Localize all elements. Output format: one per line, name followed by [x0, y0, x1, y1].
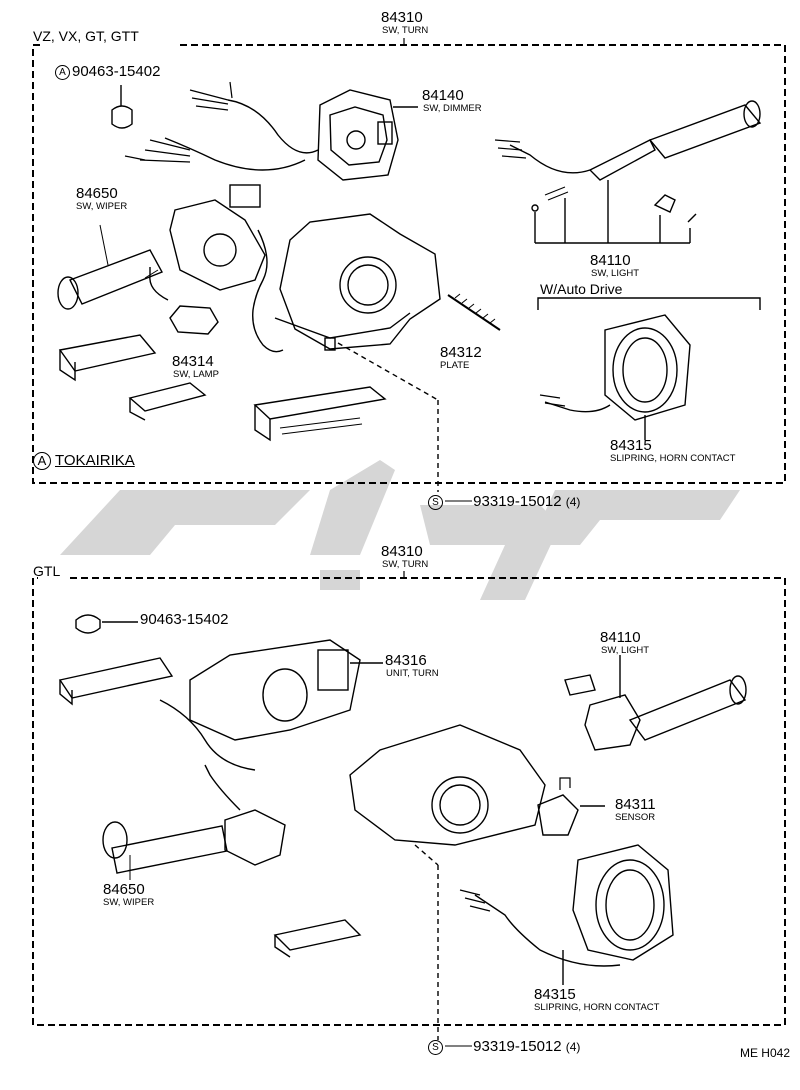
auto-drive-bracket	[537, 297, 761, 310]
top-main-part-number: 84310	[381, 9, 423, 26]
wiper-switch-part	[57, 184, 284, 353]
light-switch-part	[494, 100, 762, 244]
bottom-wiper-name: SW, WIPER	[103, 897, 155, 908]
manufacturer-name: TOKAIRIKA	[55, 452, 135, 469]
auto-drive-label: W/Auto Drive	[540, 281, 623, 297]
bottom-frame	[32, 577, 786, 1026]
top-clip-number: 90463-15402	[72, 63, 161, 80]
dimmer-switch-part	[124, 81, 418, 181]
turn-unit-part	[58, 639, 383, 771]
plate-part	[447, 293, 501, 331]
top-wiper-name: SW, WIPER	[76, 201, 128, 212]
top-spiral-number: 84315	[610, 437, 652, 454]
top-light-number: 84110	[590, 252, 631, 269]
wiper-switch-part-gtl	[102, 764, 286, 880]
turn-switch-body-gtl	[349, 724, 546, 1040]
screw-symbol-icon-2: S	[428, 1039, 443, 1055]
top-components	[57, 81, 762, 492]
spiral-cable-part	[539, 314, 691, 440]
turn-unit-number: 84316	[385, 652, 427, 669]
top-screw-number: 93319-15012	[473, 493, 562, 510]
bottom-light-name: SW, LIGHT	[601, 645, 650, 656]
leader-lines	[445, 500, 472, 1047]
bottom-components	[58, 614, 747, 1040]
dimmer-number: 84140	[422, 87, 464, 104]
lamp-number: 84314	[172, 353, 214, 370]
bottom-wiper-number: 84650	[103, 881, 145, 898]
marker-a-icon: A	[55, 64, 70, 80]
top-wiper-number: 84650	[76, 185, 118, 202]
marker-a-big-icon: A	[33, 452, 51, 471]
top-spiral-name: SLIPRING, HORN CONTACT	[610, 453, 736, 464]
top-variants-label: VZ, VX, GT, GTT	[33, 28, 139, 44]
top-screw-qty: (4)	[565, 495, 581, 509]
bottom-spiral-number: 84315	[534, 986, 576, 1003]
top-light-name: SW, LIGHT	[591, 268, 640, 279]
sensor-name: SENSOR	[615, 812, 656, 823]
watermark-logo	[60, 460, 740, 600]
top-screw-label: S 93319-15012 (4)	[428, 494, 580, 510]
screw-symbol-icon: S	[428, 494, 443, 510]
bottom-variants-label: GTL	[33, 563, 61, 579]
bottom-screw-number: 93319-15012	[473, 1038, 562, 1055]
bottom-spiral-name: SLIPRING, HORN CONTACT	[534, 1002, 660, 1013]
bottom-screw-qty: (4)	[565, 1040, 581, 1054]
sensor-part	[537, 777, 605, 836]
lamp-name: SW, LAMP	[173, 369, 219, 380]
lamp-switch-part	[144, 267, 219, 335]
connector-blocks	[58, 334, 387, 442]
dimmer-name: SW, DIMMER	[423, 103, 482, 114]
bottom-main-part-number: 84310	[381, 543, 423, 560]
bottom-light-number: 84110	[600, 629, 641, 646]
clip-part-gtl	[75, 614, 138, 634]
top-frame	[32, 44, 786, 484]
light-switch-part-gtl	[564, 655, 747, 751]
sensor-number: 84311	[615, 796, 656, 813]
diagram-code: ME H042	[739, 1046, 790, 1060]
plate-name: PLATE	[440, 360, 470, 371]
bottom-clip-number: 90463-15402	[140, 611, 229, 628]
turn-switch-body	[274, 213, 441, 492]
bottom-main-part-name: SW, TURN	[382, 559, 429, 570]
top-main-part-name: SW, TURN	[382, 25, 429, 36]
plate-number: 84312	[440, 344, 482, 361]
turn-unit-name: UNIT, TURN	[386, 668, 439, 679]
connector-block-gtl	[273, 919, 362, 958]
clip-part	[111, 85, 133, 129]
bottom-screw-label: S 93319-15012 (4)	[428, 1039, 580, 1055]
spiral-cable-part-gtl	[459, 844, 674, 985]
